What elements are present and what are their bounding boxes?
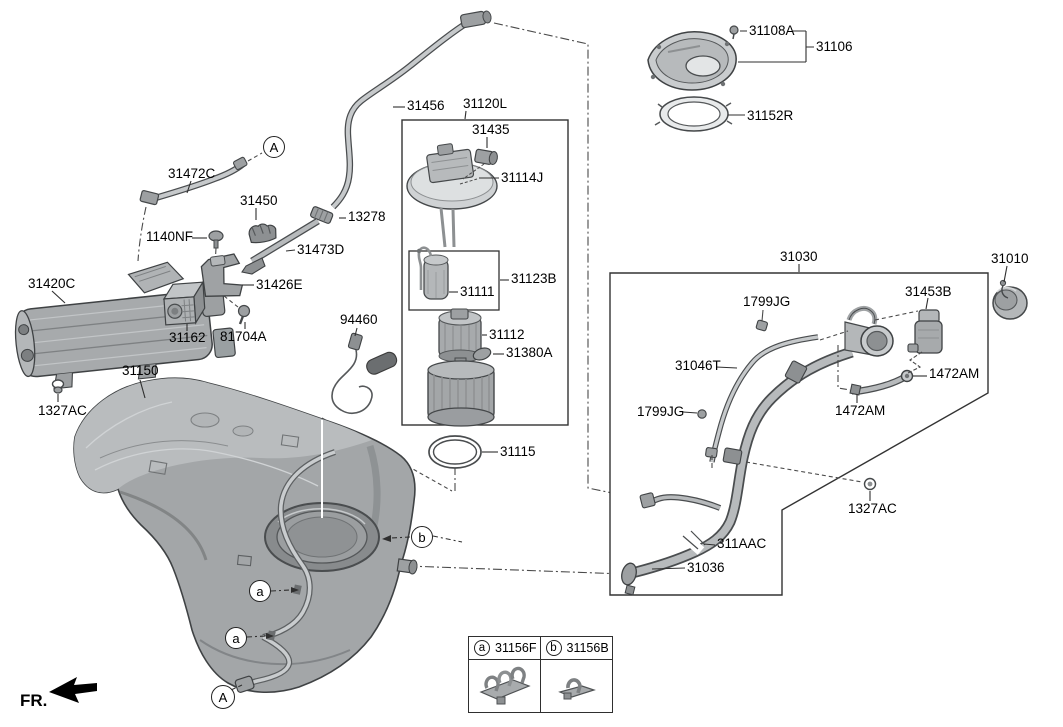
part-label-31120L: 31120L	[463, 96, 508, 111]
clamp-31450	[248, 223, 277, 244]
legend-code-b: 31156B	[566, 641, 609, 655]
sensor-31162	[162, 280, 206, 326]
part-label-81704A: 81704A	[220, 329, 267, 344]
filler-neck-assembly	[621, 305, 943, 596]
part-label-31453B: 31453B	[905, 284, 952, 299]
callout-circle-A-bottom: A	[211, 685, 235, 709]
part-label-1799JG-top: 1799JG	[743, 294, 791, 309]
reservoir-cup	[427, 357, 495, 427]
part-label-31123B: 31123B	[511, 271, 557, 286]
filler-neck-box	[609, 272, 989, 596]
callout-circle-b-tank: b	[411, 526, 433, 548]
legend-image-a	[469, 660, 541, 712]
part-label-31114J: 31114J	[501, 170, 544, 185]
fuel-pump-31111	[416, 246, 449, 300]
fuel-tank-31150	[73, 377, 418, 694]
part-label-31456: 31456	[407, 98, 445, 113]
part-label-31450: 31450	[240, 193, 278, 208]
sensor-94460	[331, 332, 398, 415]
fuel-pump-cover-plate	[647, 31, 737, 91]
legend-cell-b: b 31156B	[540, 637, 612, 660]
part-label-31046T: 31046T	[675, 358, 721, 373]
part-label-31162: 31162	[169, 330, 206, 345]
part-label-31030: 31030	[780, 249, 818, 264]
part-label-1327AC-right: 1327AC	[848, 501, 897, 516]
part-label-311AAC: 311AAC	[717, 536, 767, 551]
part-label-1472AM-upper: 1472AM	[929, 366, 980, 381]
grommet-1327AC-left	[51, 379, 65, 394]
o-ring-31115	[428, 435, 482, 469]
part-label-31108A: 31108A	[749, 23, 795, 38]
fr-direction-label: FR.	[20, 691, 48, 710]
vapor-tube-31473D	[241, 217, 320, 275]
legend-cell-a: a 31156F	[469, 637, 541, 660]
part-label-31106: 31106	[816, 39, 853, 54]
part-label-31152R: 31152R	[747, 108, 794, 123]
part-label-31112: 31112	[489, 327, 525, 342]
callout-connectors	[230, 535, 463, 691]
canister-31420C	[14, 261, 236, 390]
part-label-31473D: 31473D	[297, 242, 345, 257]
pump-inner-box	[408, 250, 500, 311]
clip-b-icon	[558, 678, 597, 700]
part-label-31426E: 31426E	[256, 277, 303, 292]
bolt-31108A	[729, 25, 739, 40]
leader-lines	[51, 30, 1008, 570]
part-label-31420C: 31420C	[28, 276, 76, 291]
fuel-cap-31010	[992, 279, 1028, 320]
callout-circle-a-lower: a	[225, 627, 247, 649]
part-label-31115: 31115	[500, 444, 536, 459]
legend-letter-a: a	[474, 640, 490, 656]
callout-circle-A-top: A	[263, 136, 285, 158]
grommet-1327AC-right	[863, 477, 877, 491]
part-label-31472C: 31472C	[168, 166, 216, 181]
clip-legend-table: a 31156F b 31156B	[468, 636, 613, 713]
part-label-13278: 13278	[348, 209, 386, 224]
part-label-1327AC-left: 1327AC	[38, 403, 87, 418]
valve-guide-line	[462, 163, 485, 180]
screw-81704A	[237, 304, 251, 325]
part-label-1140NF: 1140NF	[146, 229, 194, 244]
fr-direction-arrow	[49, 677, 97, 703]
part-label-31036: 31036	[687, 560, 725, 575]
legend-image-b	[541, 660, 613, 712]
part-label-31150: 31150	[122, 363, 159, 378]
screw-1140NF	[208, 230, 224, 249]
lock-ring-31152R	[654, 96, 733, 132]
fuel-filter-31112	[438, 308, 482, 363]
part-label-1799JG-lower: 1799JG	[637, 404, 685, 419]
part-label-31010: 31010	[991, 251, 1029, 266]
vapor-tube-31456	[330, 10, 492, 210]
part-label-31380A: 31380A	[506, 345, 553, 360]
pump-plate-31114J	[406, 143, 498, 248]
clip-a-icon	[479, 666, 531, 705]
part-label-31435: 31435	[472, 122, 510, 137]
connector-13278	[310, 206, 334, 224]
seal-31380A	[472, 347, 492, 361]
part-label-94460: 94460	[340, 312, 378, 327]
legend-letter-b: b	[545, 640, 562, 656]
legend-code-a: 31156F	[495, 641, 537, 655]
valve-31435	[474, 148, 498, 165]
part-label-31111: 31111	[460, 284, 495, 299]
callout-circle-a-upper: a	[249, 580, 271, 602]
part-label-1472AM-lower: 1472AM	[835, 403, 886, 418]
vapor-tube-31472C	[139, 156, 248, 206]
bracket-31426E	[200, 253, 244, 297]
